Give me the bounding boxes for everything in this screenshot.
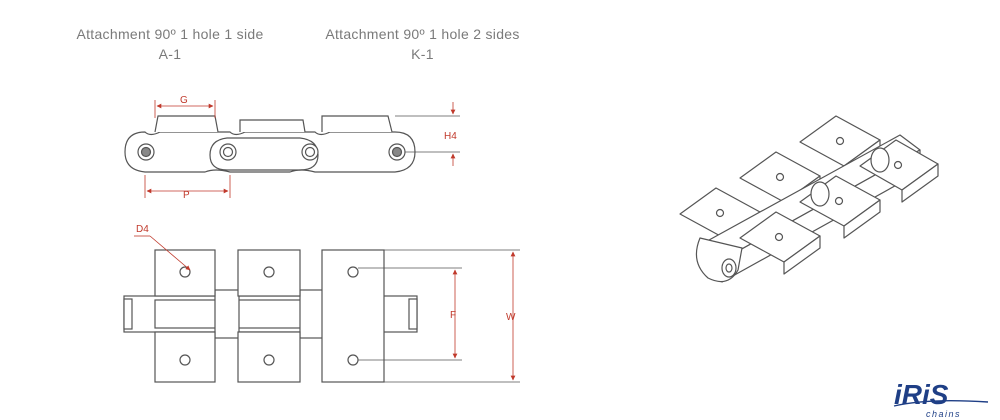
title-k1-code: K-1 xyxy=(411,46,434,62)
dimension-h4-label: H4 xyxy=(444,131,457,142)
dimension-p-label: P xyxy=(183,190,190,201)
title-a1-name: Attachment 90º 1 hole 1 side xyxy=(76,26,264,42)
top-dimensions xyxy=(134,235,520,383)
chain-side-view xyxy=(124,115,416,173)
title-a1-code: A-1 xyxy=(158,46,182,62)
logo-brand: iRiS xyxy=(894,379,949,410)
dimension-g-label: G xyxy=(180,95,188,106)
chain-top-view xyxy=(123,249,418,383)
side-dimensions xyxy=(144,100,460,198)
dimension-f-label: F xyxy=(450,310,456,321)
title-k1-name: Attachment 90º 1 hole 2 sides xyxy=(325,26,520,42)
chain-isometric-view xyxy=(679,115,939,283)
iris-chains-logo: iRiS chains xyxy=(893,379,989,419)
dimension-w-label: W xyxy=(506,312,516,323)
dimension-d4-label: D4 xyxy=(136,224,149,235)
logo-swoosh xyxy=(893,399,989,407)
logo-tagline: chains xyxy=(926,409,961,419)
title-attachment-k1: Attachment 90º 1 hole 2 sides K-1 xyxy=(300,24,545,64)
title-attachment-a1: Attachment 90º 1 hole 1 side A-1 xyxy=(50,24,290,64)
